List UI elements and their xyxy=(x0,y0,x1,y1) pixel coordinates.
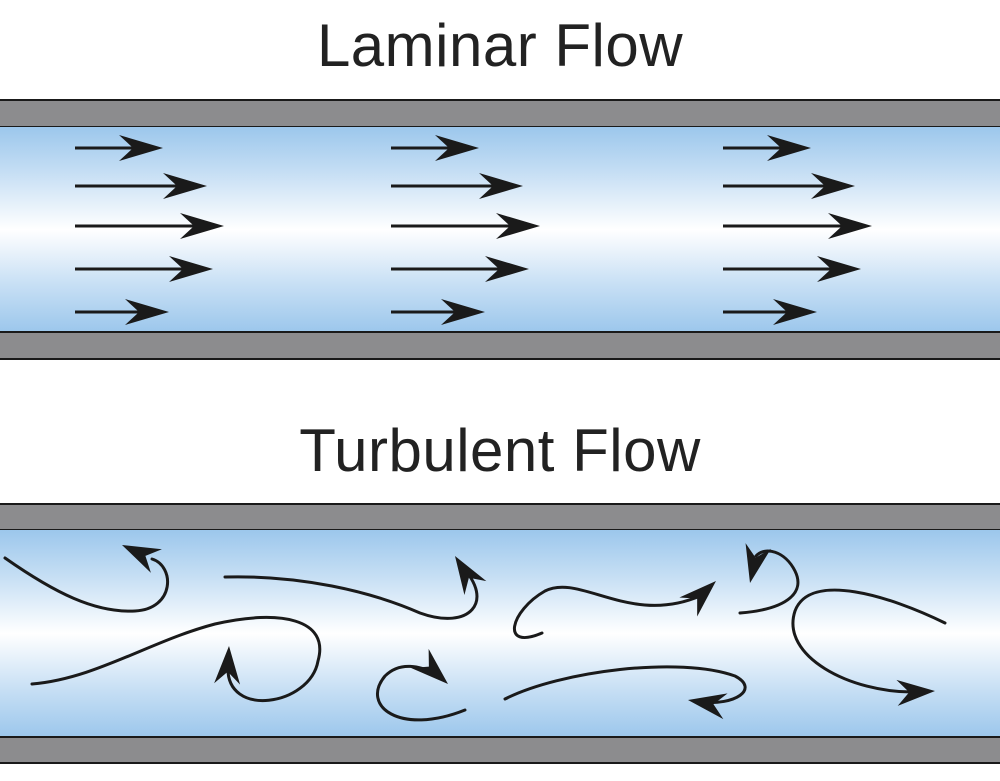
laminar-arrow-c2-r5 xyxy=(391,299,485,325)
pipe-wall-top xyxy=(0,99,1000,128)
laminar-arrow-c1-r5 xyxy=(75,299,169,325)
laminar-arrow-c1-r3 xyxy=(75,213,224,239)
pipe-wall-bottom xyxy=(0,331,1000,360)
turbulent-arrow-2 xyxy=(223,556,487,620)
turbulent-pipe xyxy=(0,503,1000,764)
laminar-arrow-c2-r3 xyxy=(391,213,540,239)
laminar-arrow-c2-r1 xyxy=(391,135,479,161)
turbulent-arrow-8 xyxy=(791,588,947,706)
laminar-pipe xyxy=(0,99,1000,360)
turbulent-arrow-1 xyxy=(3,545,170,613)
laminar-arrow-c2-r4 xyxy=(391,256,529,282)
laminar-flow-title: Laminar Flow xyxy=(316,12,684,79)
laminar-arrow-c3-r1 xyxy=(723,135,811,161)
turbulent-arrow-3 xyxy=(30,615,322,702)
laminar-arrow-c1-r1 xyxy=(75,135,163,161)
turbulent-arrow-5 xyxy=(503,665,747,720)
pipe-wall-bottom xyxy=(0,736,1000,764)
laminar-arrow-c3-r4 xyxy=(723,256,861,282)
laminar-arrow-c1-r2 xyxy=(75,173,207,199)
water-channel xyxy=(0,127,1000,332)
laminar-arrow-c3-r2 xyxy=(723,173,855,199)
turbulent-arrow-4 xyxy=(376,648,467,722)
laminar-arrow-c1-r4 xyxy=(75,256,213,282)
turbulent-arrow-6 xyxy=(513,581,716,640)
laminar-arrow-c3-r5 xyxy=(723,299,817,325)
pipe-wall-top xyxy=(0,503,1000,531)
laminar-arrow-c2-r2 xyxy=(391,173,523,199)
water-channel xyxy=(0,530,1000,737)
turbulent-flow-title: Turbulent Flow xyxy=(299,417,701,484)
turbulent-arrow-7 xyxy=(738,543,800,615)
laminar-arrow-group xyxy=(75,135,872,325)
laminar-arrow-c3-r3 xyxy=(723,213,872,239)
turbulent-arrow-group xyxy=(3,543,947,722)
